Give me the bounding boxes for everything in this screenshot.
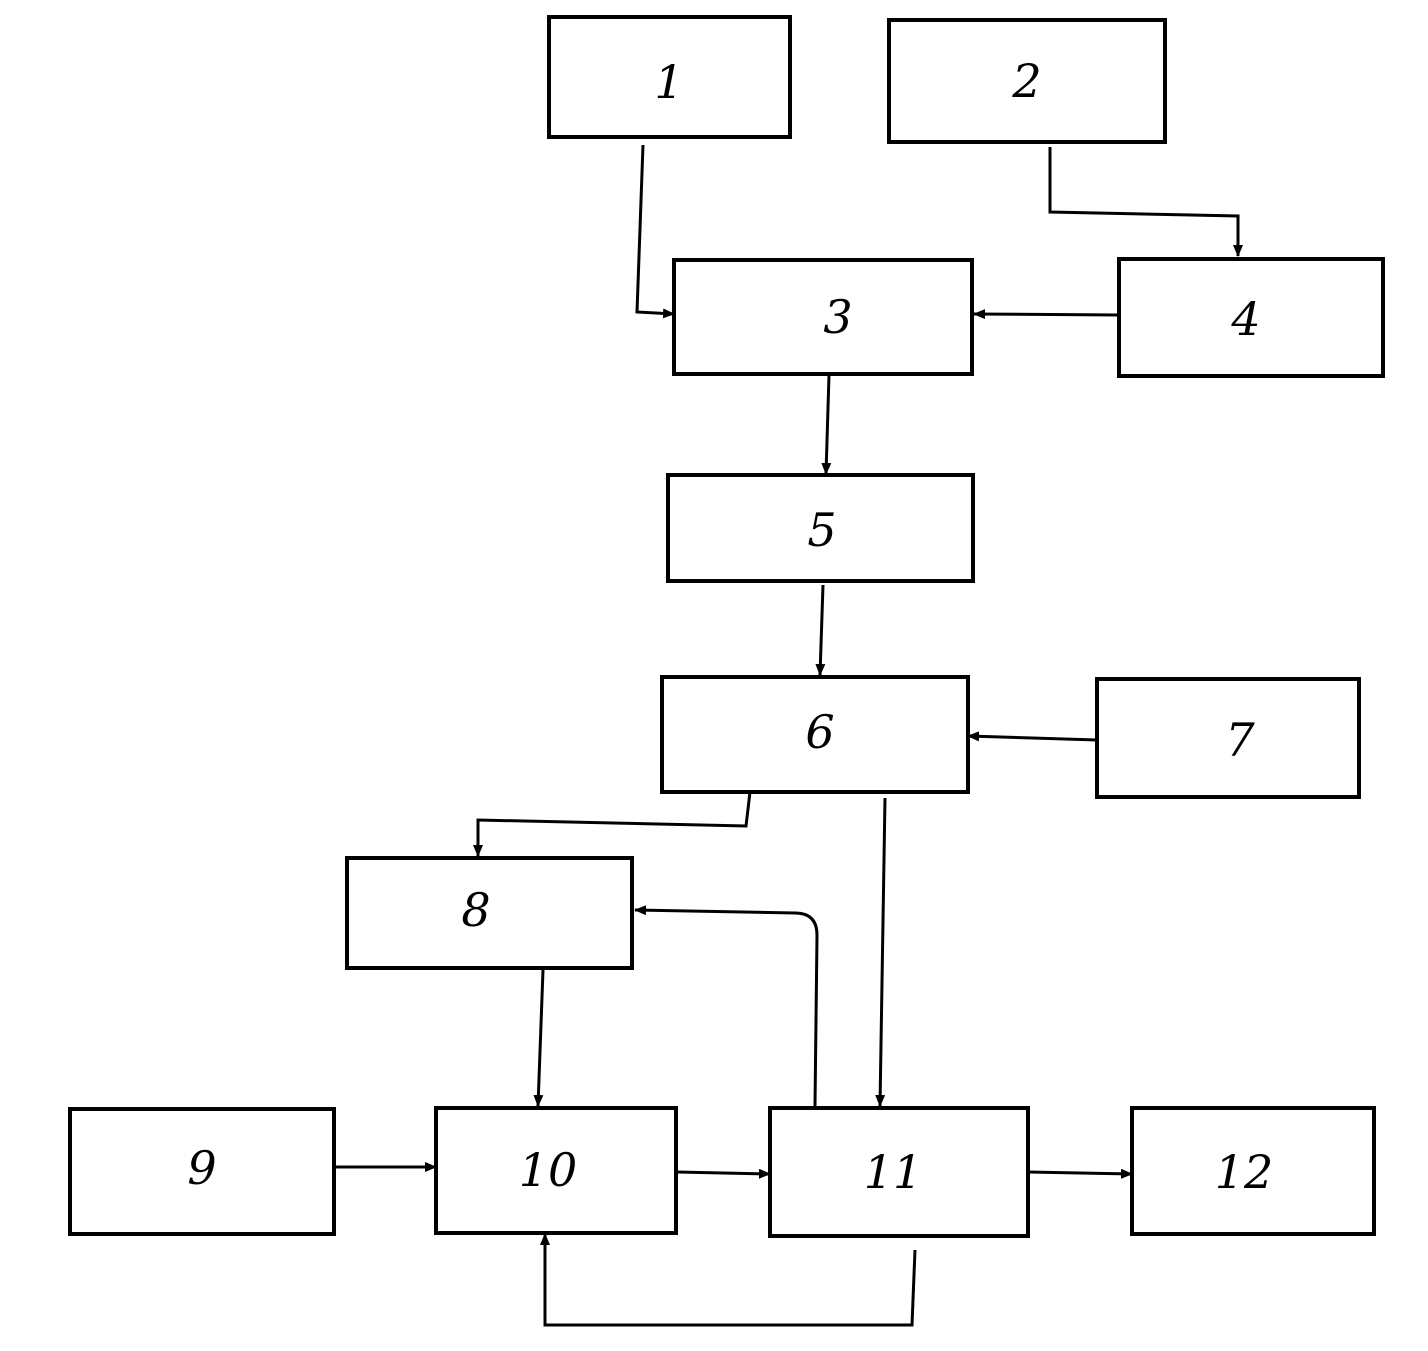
- node-3: 3: [672, 258, 974, 376]
- edge-2-to-4: [1048, 147, 1243, 257]
- node-1-label: 1: [654, 55, 683, 109]
- node-5-label: 5: [807, 503, 836, 557]
- node-8: 8: [345, 856, 634, 970]
- node-10: 10: [434, 1106, 678, 1235]
- edge-10-to-11: [676, 1168, 771, 1179]
- node-2: 2: [887, 18, 1167, 144]
- edge-3-to-5: [821, 374, 832, 475]
- node-7: 7: [1095, 677, 1361, 799]
- edge-11-to-12: [1027, 1168, 1133, 1179]
- edge-11-to-10: [540, 1233, 917, 1327]
- node-6: 6: [660, 675, 970, 794]
- node-7-label: 7: [1225, 713, 1255, 767]
- edges: [334, 144, 1243, 1327]
- node-4-label: 4: [1230, 292, 1260, 346]
- edge-6-to-8: [473, 791, 752, 857]
- edge-7-to-6: [967, 731, 1098, 742]
- node-8-label: 8: [461, 883, 490, 937]
- node-12-label: 12: [1215, 1145, 1274, 1199]
- node-9-label: 9: [187, 1141, 216, 1195]
- edge-11-to-8: [634, 905, 819, 1107]
- node-3-label: 3: [823, 290, 852, 344]
- node-11: 11: [768, 1106, 1030, 1238]
- node-2-label: 2: [1011, 54, 1041, 108]
- edge-8-to-10: [533, 969, 545, 1107]
- node-11-label: 11: [864, 1145, 923, 1199]
- edge-6-to-11: [875, 797, 887, 1107]
- edge-4-to-3: [973, 309, 1120, 320]
- edge-1-to-3: [635, 144, 675, 319]
- node-6-label: 6: [805, 705, 834, 759]
- node-12: 12: [1130, 1106, 1376, 1236]
- node-5: 5: [666, 473, 975, 583]
- node-9: 9: [68, 1107, 336, 1236]
- edge-5-to-6: [815, 584, 826, 676]
- node-1: 1: [547, 15, 792, 139]
- node-4: 4: [1117, 257, 1385, 378]
- node-10-label: 10: [519, 1143, 578, 1197]
